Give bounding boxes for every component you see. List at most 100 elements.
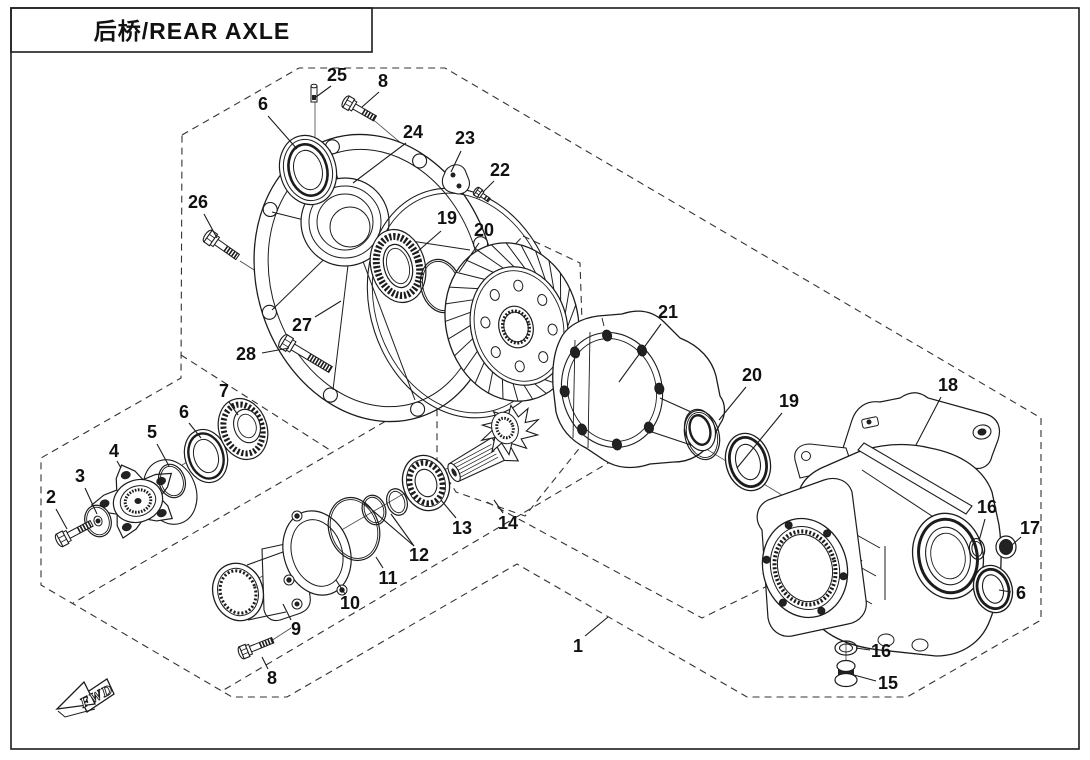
part-number-2: 2 [46,487,56,507]
callout-28: 28 [236,344,290,364]
part-art-seal-6-right [972,564,1014,614]
part-number-24: 24 [403,122,423,142]
part-art-oring-11 [327,497,381,561]
part-art-bearing-19-center [369,228,427,304]
callout-6: 6 [179,402,202,439]
part-art-oring-20-right [683,409,721,461]
callout-12: 12 [363,502,429,565]
part-number-7: 7 [219,381,229,401]
callout-5: 5 [147,422,170,467]
callout-4: 4 [109,441,122,469]
part-art-diff-case-21 [552,310,726,469]
callout-1: 1 [573,616,609,656]
part-art-wheel-hub-4 [90,464,174,539]
callout-25: 25 [315,65,347,98]
callout-8: 8 [361,71,388,108]
fwd-arrow-shadow [57,708,96,718]
part-art-bolt-8-top [341,95,378,122]
callout-6: 6 [258,94,298,150]
part-number-26: 26 [188,192,208,212]
part-art-bearing-7 [217,397,269,461]
part-number-28: 28 [236,344,256,364]
part-art-breather-pin-25 [310,83,318,103]
callout-13: 13 [440,499,472,538]
part-art-plug-17 [995,535,1017,559]
boundary-partition-carrier-zone [221,459,614,692]
callout-6: 6 [998,583,1026,603]
part-number-6: 6 [258,94,268,114]
part-number-6: 6 [179,402,189,422]
part-number-11: 11 [378,568,397,588]
part-number-12: 12 [409,545,429,565]
part-number-16: 16 [977,497,997,517]
part-number-25: 25 [327,65,347,85]
part-number-27: 27 [292,315,312,335]
page-border [10,7,1080,750]
part-number-9: 9 [291,619,301,639]
part-art-snapring-12a [361,494,387,526]
part-number-4: 4 [109,441,119,461]
callout-27: 27 [292,300,342,335]
part-number-8: 8 [267,668,277,688]
part-number-16: 16 [871,641,891,661]
part-art-bolt-28 [278,334,333,374]
part-number-17: 17 [1020,518,1040,538]
callout-23: 23 [450,128,475,173]
part-drawings [54,83,1017,688]
callout-3: 3 [75,466,98,515]
part-art-bolt-8-bottom [237,636,275,660]
part-number-15: 15 [878,673,898,693]
part-number-21: 21 [658,302,678,322]
callout-20: 20 [458,220,494,273]
part-art-bolt-2 [54,519,94,548]
part-number-20: 20 [742,365,762,385]
callout-19: 19 [736,391,799,469]
callout-11: 11 [375,556,398,588]
part-number-3: 3 [75,466,85,486]
boundary-partition-upper-hub [180,354,334,453]
callout-10: 10 [335,579,360,613]
part-art-bracket-23 [441,164,470,195]
fwd-direction-marker: FWD [55,678,116,718]
callout-14: 14 [493,499,518,533]
part-number-20: 20 [474,220,494,240]
part-art-ring-gear [444,242,580,402]
callout-26: 26 [188,192,218,239]
part-art-pinion-shaft [447,424,520,483]
part-art-pinion-gear [480,404,540,456]
part-number-19: 19 [779,391,799,411]
callout-9: 9 [282,603,301,639]
part-number-5: 5 [147,422,157,442]
part-art-seal-6-left [183,428,229,484]
callout-18: 18 [915,375,958,446]
title-box [10,7,373,53]
boundary-assembly-outline [40,67,1042,698]
callout-17: 17 [1011,518,1040,546]
part-art-gearcase-18 [756,392,1002,657]
part-art-drain-plug-15 [834,659,858,688]
part-number-23: 23 [455,128,475,148]
part-art-gasket-10 [282,510,352,596]
callout-22: 22 [482,160,510,193]
part-art-seal-19-right [724,432,772,492]
part-art-bearing-13 [401,454,451,512]
callout-7: 7 [219,381,239,416]
part-number-8: 8 [378,71,388,91]
callout-19: 19 [416,208,457,253]
callout-2: 2 [46,487,68,530]
part-number-1: 1 [573,636,583,656]
part-number-19: 19 [437,208,457,228]
part-number-22: 22 [490,160,510,180]
callout-24: 24 [352,122,423,184]
callout-16: 16 [855,641,891,661]
part-number-10: 10 [340,593,360,613]
part-number-18: 18 [938,375,958,395]
callout-20: 20 [718,365,762,421]
boundary-partition-case-zone [486,501,801,619]
fwd-arrow-head [55,680,96,710]
part-art-snapring-12b [386,488,408,516]
part-number-13: 13 [452,518,472,538]
